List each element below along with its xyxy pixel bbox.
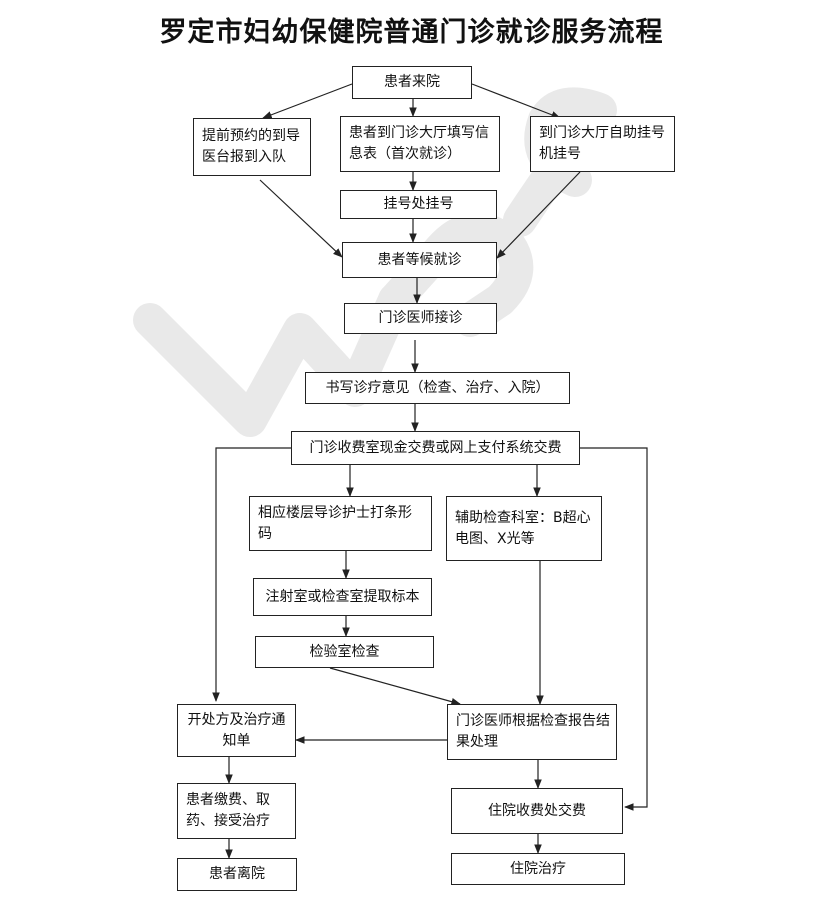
arrow-arrive-to-selfreg xyxy=(471,83,561,119)
arrow-arrive-to-appointment xyxy=(262,83,353,119)
node-inpatient-pay: 住院收费处交费 xyxy=(451,788,623,834)
node-pay-treat: 患者缴费、取药、接受治疗 xyxy=(177,783,296,839)
node-lab: 检验室检查 xyxy=(255,636,434,668)
node-leave: 患者离院 xyxy=(177,858,297,891)
arrow-payment-to-prescription xyxy=(212,447,291,702)
node-fill-info: 患者到门诊大厅填写信息表（首次就诊） xyxy=(340,116,500,172)
node-sample: 注射室或检查室提取标本 xyxy=(253,578,432,616)
arrow-payment-to-inpatientpay xyxy=(580,447,648,811)
node-self-register: 到门诊大厅自助挂号机挂号 xyxy=(530,116,675,172)
node-aux-exam: 辅助检查科室：B超心电图、X光等 xyxy=(446,496,602,561)
page-title: 罗定市妇幼保健院普通门诊就诊服务流程 xyxy=(159,17,664,48)
node-nurse-barcode: 相应楼层导诊护士打条形码 xyxy=(249,496,432,551)
node-inpatient: 住院治疗 xyxy=(451,853,625,885)
node-wait: 患者等候就诊 xyxy=(342,242,497,278)
node-opinion: 书写诊疗意见（检查、治疗、入院） xyxy=(305,372,570,404)
node-appointment: 提前预约的到导医台报到入队 xyxy=(193,118,311,176)
node-arrive: 患者来院 xyxy=(352,66,472,99)
arrow-selfreg-to-wait xyxy=(496,171,581,259)
node-payment: 门诊收费室现金交费或网上支付系统交费 xyxy=(291,431,580,465)
arrow-lab-to-report xyxy=(329,667,461,706)
node-report: 门诊医师根据检查报告结果处理 xyxy=(447,704,617,760)
arrow-appointment-to-wait xyxy=(259,179,343,258)
node-doctor: 门诊医师接诊 xyxy=(344,303,497,334)
node-prescription: 开处方及治疗通知单 xyxy=(177,704,296,757)
node-register-desk: 挂号处挂号 xyxy=(340,190,497,219)
